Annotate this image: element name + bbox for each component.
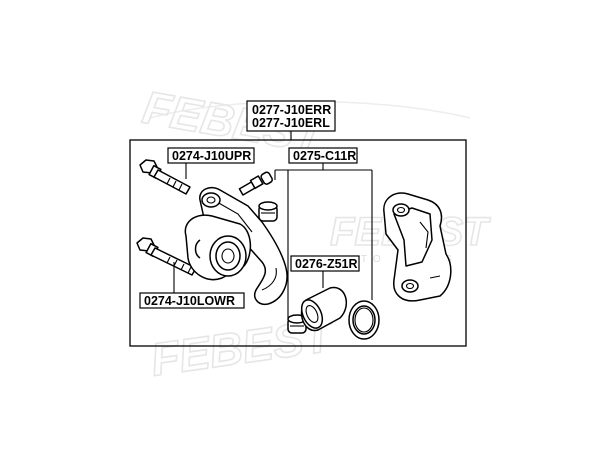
lower-guide-pin <box>136 237 197 276</box>
label-kit-code-2: 0277-J10ERL <box>252 116 330 130</box>
piston-seal <box>348 300 380 340</box>
bleeder-screw <box>238 175 264 196</box>
leader-lines <box>173 162 373 318</box>
label-kit-code-1: 0277-J10ERR <box>252 103 331 117</box>
label-piston-text: 0276-Z51R <box>295 257 358 271</box>
piston <box>300 286 348 332</box>
label-lower-pin: 0274-J10LOWR <box>139 292 245 309</box>
upper-guide-pin <box>139 159 191 195</box>
caliper-bracket <box>383 192 452 302</box>
label-upper-pin-text: 0274-J10UPR <box>172 149 251 163</box>
label-lower-pin-text: 0274-J10LOWR <box>144 294 235 308</box>
bleeder-cap <box>260 171 273 185</box>
pin-boot-upper <box>258 201 278 222</box>
caliper-body <box>184 186 288 306</box>
label-repair-kit: 0275-C11R <box>288 147 358 164</box>
label-piston: 0276-Z51R <box>290 255 360 272</box>
label-repair-kit-text: 0275-C11R <box>293 149 356 163</box>
watermark-subtitle: AUTO PARTS <box>335 254 458 265</box>
label-kit-code: 0277-J10ERR 0277-J10ERL <box>246 100 336 132</box>
label-upper-pin: 0274-J10UPR <box>167 147 255 164</box>
diagram-frame <box>129 139 467 347</box>
